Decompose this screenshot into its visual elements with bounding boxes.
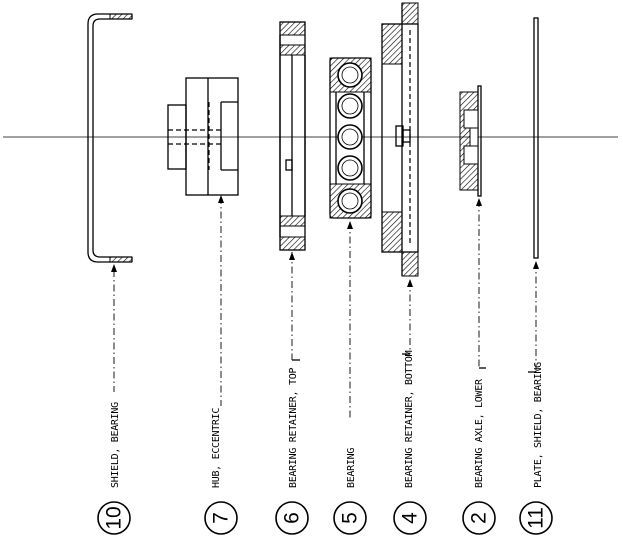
callout-4: 4 (393, 501, 427, 535)
plate-shield-bearing-part (533, 17, 539, 259)
shield-bearing-part (87, 13, 133, 263)
callout-11: 11 (519, 501, 553, 535)
part-label-hub-eccentric: HUB, ECCENTRIC (211, 408, 222, 488)
callout-number-4: 4 (399, 512, 422, 524)
part-label-bearing-retainer-top: BEARING RETAINER, TOP (288, 368, 299, 488)
callout-number-7: 7 (210, 512, 233, 524)
callout-10: 10 (97, 501, 131, 535)
bearing-part (329, 57, 372, 219)
part-label-plate-shield-bearing: PLATE, SHIELD, BEARING (533, 362, 544, 488)
leader-lines (113, 197, 537, 420)
bearing-axle-lower-part (459, 85, 482, 197)
hub-eccentric-part (167, 77, 239, 196)
part-label-shield-bearing: SHIELD, BEARING (110, 402, 121, 488)
callout-7: 7 (204, 501, 238, 535)
leader-arrowheads (111, 195, 539, 287)
callout-number-2: 2 (468, 512, 491, 524)
label-ticks (292, 353, 536, 373)
callout-2: 2 (462, 501, 496, 535)
callout-number-10: 10 (103, 506, 126, 529)
callout-number-5: 5 (339, 512, 362, 524)
callout-6: 6 (275, 501, 309, 535)
part-label-bearing: BEARING (346, 448, 357, 488)
part-label-bearing-axle-lower: BEARING AXLE, LOWER (474, 378, 485, 488)
callout-5: 5 (333, 501, 367, 535)
callout-number-11: 11 (525, 507, 548, 529)
bearing-retainer-top-part (279, 21, 306, 251)
bearing-retainer-bottom-part (381, 2, 419, 277)
part-label-bearing-retainer-bottom: BEARING RETAINER, BOTTOM (404, 350, 415, 488)
callout-number-6: 6 (281, 512, 304, 524)
